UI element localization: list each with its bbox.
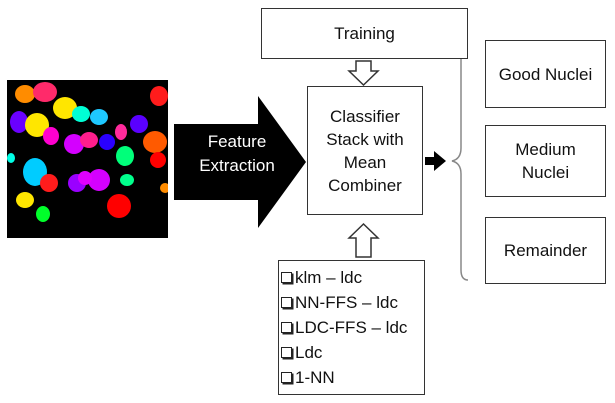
- remainder-box: Remainder: [485, 217, 606, 284]
- checkbox-icon: [281, 347, 292, 358]
- checkbox-icon: [281, 272, 292, 283]
- method-item: 1-NN: [281, 365, 424, 390]
- segmented-nuclei-image: [7, 80, 168, 238]
- method-item: klm – ldc: [281, 265, 424, 290]
- training-label: Training: [334, 24, 395, 43]
- classifier-box: Classifier Stack with Mean Combiner: [307, 86, 423, 215]
- medium-nuclei-box: Medium Nuclei: [485, 125, 606, 197]
- checkbox-icon: [281, 297, 292, 308]
- method-label: NN-FFS – ldc: [295, 292, 398, 312]
- classifier-to-outputs-arrow: [425, 151, 446, 171]
- classifier-label: Classifier Stack with Mean Combiner: [326, 106, 404, 195]
- method-item: NN-FFS – ldc: [281, 290, 424, 315]
- methods-list-box: klm – ldc NN-FFS – ldc LDC-FFS – ldc Ldc…: [278, 260, 425, 395]
- checkbox-icon: [281, 322, 292, 333]
- remainder-label: Remainder: [503, 241, 588, 260]
- checkbox-icon: [281, 372, 292, 383]
- method-label: klm – ldc: [295, 267, 363, 287]
- methods-to-classifier-arrow: [347, 222, 380, 258]
- good-nuclei-label: Good Nuclei: [498, 64, 593, 84]
- training-to-classifier-arrow: [347, 60, 380, 87]
- medium-nuclei-label: Medium Nuclei: [515, 140, 576, 182]
- method-label: 1-NN: [295, 367, 335, 387]
- method-label: Ldc: [295, 342, 323, 362]
- feature-extraction-arrow: [174, 96, 306, 228]
- good-nuclei-box: Good Nuclei: [485, 40, 606, 108]
- feature-extraction-label: Feature Extraction: [199, 132, 275, 175]
- method-item: Ldc: [281, 340, 424, 365]
- training-box: Training: [261, 8, 468, 59]
- method-item: LDC-FFS – ldc: [281, 315, 424, 340]
- method-label: LDC-FFS – ldc: [295, 317, 408, 337]
- output-brace: [451, 41, 469, 281]
